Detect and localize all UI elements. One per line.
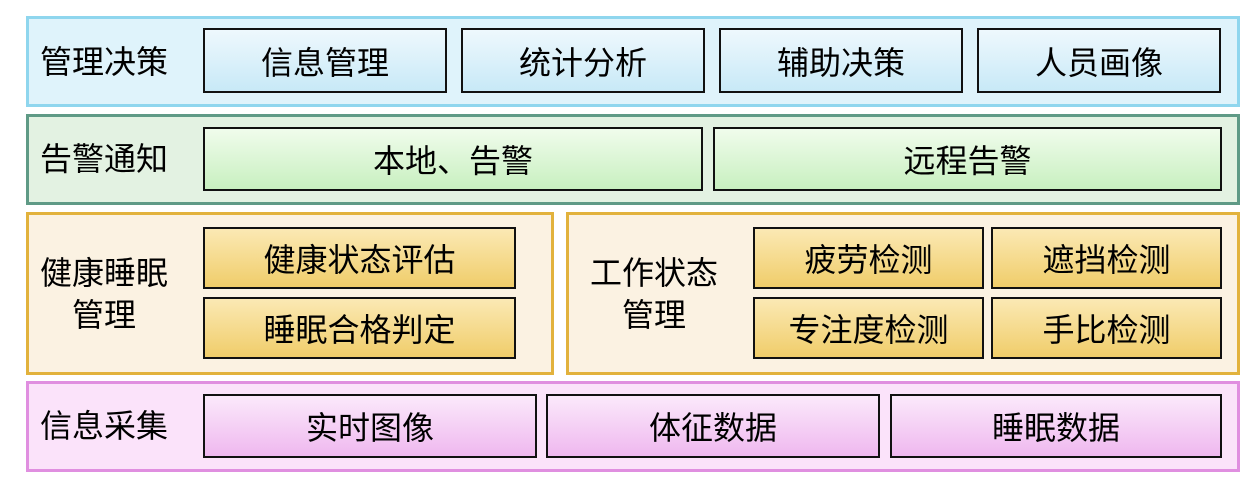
work-item-gesture: 手比检测 — [991, 297, 1222, 359]
management-item-decision: 辅助决策 — [719, 28, 963, 93]
management-item-info: 信息管理 — [203, 28, 447, 93]
alarm-item-remote: 远程告警 — [713, 127, 1222, 191]
collection-item-image: 实时图像 — [203, 394, 537, 458]
collection-item-sleep: 睡眠数据 — [890, 394, 1222, 458]
work-status-layer-title: 工作状态 管理 — [590, 254, 719, 334]
alarm-item-local: 本地、告警 — [203, 127, 703, 191]
collection-item-vitals: 体征数据 — [546, 394, 880, 458]
health-item-assessment: 健康状态评估 — [203, 227, 516, 289]
management-item-stats: 统计分析 — [461, 28, 705, 93]
collection-layer-title: 信息采集 — [40, 407, 169, 445]
alarm-layer-title: 告警通知 — [40, 140, 169, 178]
work-item-focus: 专注度检测 — [753, 297, 984, 359]
work-item-fatigue: 疲劳检测 — [753, 227, 984, 289]
health-sleep-layer-title: 健康睡眠 管理 — [40, 254, 169, 334]
management-layer-title: 管理决策 — [40, 43, 169, 81]
management-item-persona: 人员画像 — [977, 28, 1221, 93]
health-item-sleep-judgement: 睡眠合格判定 — [203, 297, 516, 359]
work-item-occlusion: 遮挡检测 — [991, 227, 1222, 289]
